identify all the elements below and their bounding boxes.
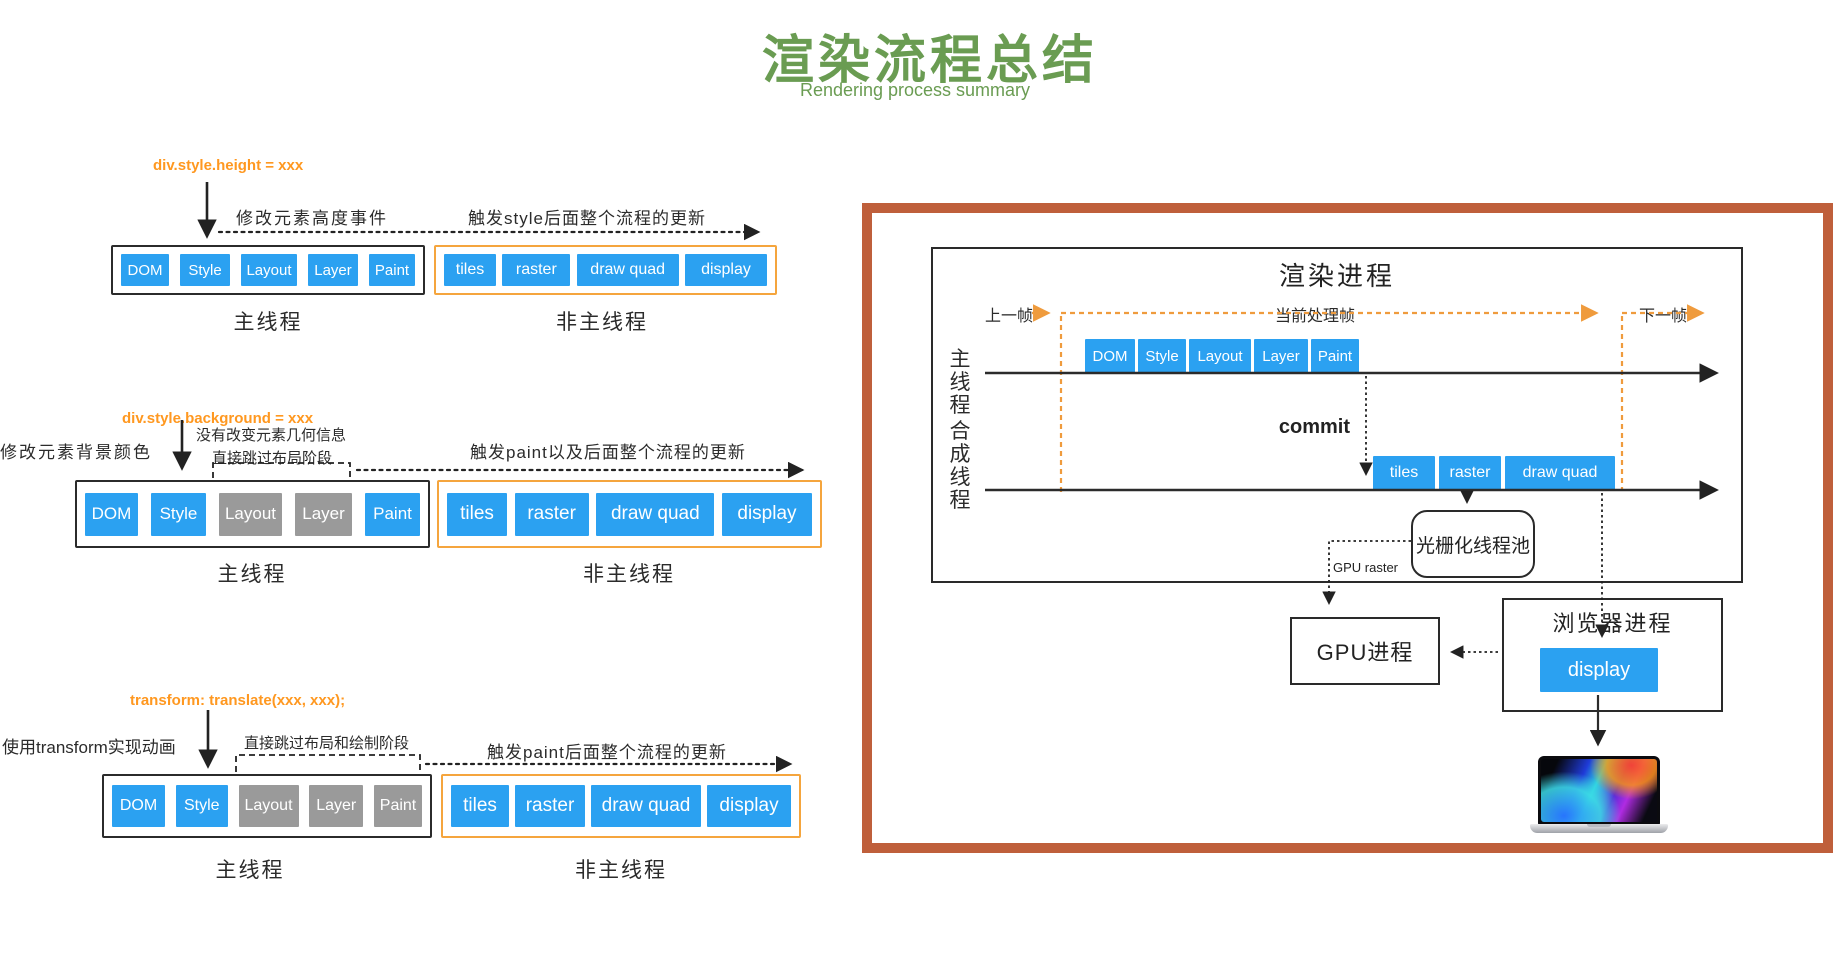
stage-block-style: Style — [180, 254, 230, 286]
stage-block-draw-quad: draw quad — [591, 785, 701, 827]
row2-side-label: 修改元素背景颜色 — [0, 443, 152, 462]
stage-block-style: Style — [151, 492, 206, 536]
stage-block-layout: Layout — [238, 785, 299, 827]
stage-block-layout: Layout — [219, 492, 282, 536]
next-frame-label: 下一帧 — [1636, 302, 1691, 326]
row1-main-thread-pipeline: DOM Style Layout Layer Paint — [111, 245, 425, 295]
panel-compositor-pipeline: tiles raster draw quad — [1373, 456, 1615, 490]
row2-code-label: div.style.background = xxx — [122, 410, 314, 427]
stage-block-dom: DOM — [121, 254, 169, 286]
row1-code-label: div.style.height = xxx — [153, 157, 304, 174]
row3-side-label: 使用transform实现动画 — [2, 738, 176, 757]
panel-main-thread-label: 主线程 — [949, 348, 971, 417]
commit-label: commit — [1278, 416, 1350, 438]
stage-block-display: display — [721, 492, 812, 536]
browser-process-label: 浏览器进程 — [1552, 611, 1673, 636]
row3-trigger-label: 触发paint后面整个流程的更新 — [487, 743, 727, 762]
stage-block-tiles: tiles — [451, 785, 509, 827]
stage-block-dom: DOM — [85, 492, 138, 536]
stage-block-paint: Paint — [369, 254, 415, 286]
laptop-base — [1530, 824, 1668, 833]
render-process-title: 渲染进程 — [1278, 261, 1396, 291]
gpu-process-label: GPU进程 — [1316, 640, 1414, 665]
page-title: 渲染流程总结 — [761, 32, 1099, 90]
stage-block-display: display — [707, 785, 791, 827]
stage-block-paint: Paint — [374, 785, 422, 827]
raster-thread-pool-box: 光栅化线程池 — [1411, 510, 1535, 578]
stage-block-dom: DOM — [1085, 339, 1135, 373]
laptop-wallpaper — [1541, 759, 1657, 822]
stage-block-layer: Layer — [1254, 339, 1308, 373]
row2-main-thread-title: 主线程 — [217, 563, 287, 586]
row2-trigger-label: 触发paint以及后面整个流程的更新 — [470, 443, 746, 462]
stage-block-style: Style — [1138, 339, 1186, 373]
row3-code-label: transform: translate(xxx, xxx); — [130, 692, 346, 709]
row2-nonmain-thread-pipeline: tiles raster draw quad display — [437, 480, 822, 548]
stage-block-tiles: tiles — [447, 492, 507, 536]
row2-nonmain-thread-title: 非主线程 — [583, 563, 675, 586]
stage-block-style: Style — [175, 785, 228, 827]
stage-block-dom: DOM — [112, 785, 165, 827]
stage-block-draw-quad: draw quad — [1505, 456, 1615, 490]
stage-block-display: display — [684, 254, 767, 286]
row3-nonmain-thread-title: 非主线程 — [575, 859, 667, 882]
raster-thread-pool-label: 光栅化线程池 — [1415, 535, 1530, 557]
display-block-label: display — [1567, 658, 1631, 681]
current-frame-label: 当前处理帧 — [1271, 302, 1359, 326]
row1-nonmain-thread-title: 非主线程 — [556, 311, 648, 334]
stage-block-layer: Layer — [309, 785, 364, 827]
stage-block-raster: raster — [514, 492, 589, 536]
panel-main-pipeline: DOM Style Layout Layer Paint — [1085, 339, 1359, 373]
stage-block-layout: Layout — [241, 254, 297, 286]
stage-block-layer: Layer — [308, 254, 358, 286]
render-process-box — [931, 247, 1743, 583]
stage-block-layer: Layer — [295, 492, 352, 536]
laptop-notch — [1587, 824, 1611, 827]
row3-skip-bracket — [235, 754, 421, 772]
row2-main-thread-pipeline: DOM Style Layout Layer Paint — [75, 480, 430, 548]
stage-block-paint: Paint — [1311, 339, 1359, 373]
prev-frame-label: 上一帧 — [982, 302, 1037, 326]
stage-block-draw-quad: draw quad — [596, 492, 715, 536]
row2-skip-note-1: 没有改变元素几何信息 — [196, 427, 347, 444]
stage-block-paint: Paint — [365, 492, 420, 536]
display-block: display — [1540, 648, 1658, 692]
browser-process-box: 浏览器进程 — [1502, 598, 1723, 712]
row3-main-thread-pipeline: DOM Style Layout Layer Paint — [102, 774, 432, 838]
laptop-screen — [1538, 756, 1660, 825]
stage-block-raster: raster — [1439, 456, 1501, 490]
gpu-raster-label: GPU raster — [1333, 560, 1399, 575]
laptop-image — [1530, 756, 1668, 836]
stage-block-layout: Layout — [1189, 339, 1251, 373]
row1-main-thread-title: 主线程 — [233, 311, 303, 334]
page-subtitle: Rendering process summary — [799, 80, 1031, 100]
row1-trigger-label: 触发style后面整个流程的更新 — [468, 209, 706, 228]
row1-event-label: 修改元素高度事件 — [236, 209, 388, 228]
row3-skip-note: 直接跳过布局和绘制阶段 — [244, 735, 410, 752]
row2-skip-note-2: 直接跳过布局阶段 — [212, 450, 333, 467]
stage-block-raster: raster — [515, 785, 585, 827]
row1-nonmain-thread-pipeline: tiles raster draw quad display — [434, 245, 777, 295]
panel-compositor-thread-label: 合成线程 — [949, 420, 971, 512]
row3-main-thread-title: 主线程 — [215, 859, 285, 882]
gpu-process-box: GPU进程 — [1290, 617, 1440, 685]
stage-block-tiles: tiles — [1373, 456, 1435, 490]
stage-block-tiles: tiles — [444, 254, 496, 286]
stage-block-draw-quad: draw quad — [576, 254, 679, 286]
row3-nonmain-thread-pipeline: tiles raster draw quad display — [441, 774, 801, 838]
stage-block-raster: raster — [502, 254, 571, 286]
